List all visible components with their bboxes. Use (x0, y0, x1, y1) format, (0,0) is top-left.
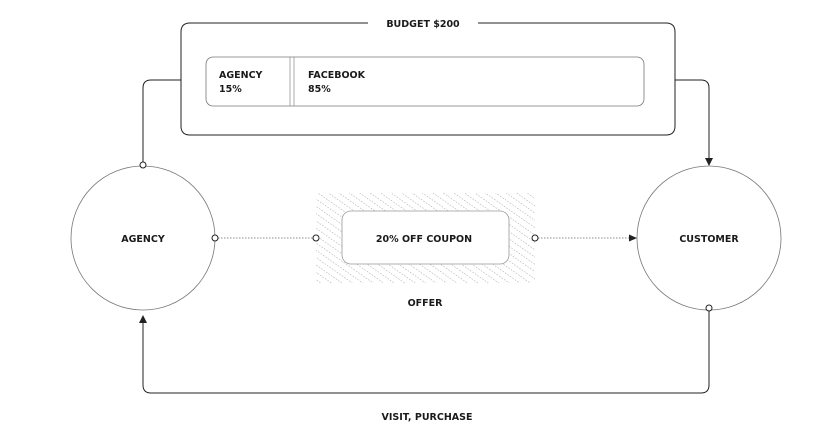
budget-panel: BUDGET $200 AGENCY 15% FACEBOOK 85% (180, 19, 676, 136)
connection-dot (139, 161, 147, 169)
split-agency-name: AGENCY (219, 70, 263, 81)
coupon-box (341, 210, 510, 265)
offer-block: 20% OFF COUPON OFFER (316, 193, 535, 309)
agency-label: AGENCY (121, 234, 165, 245)
budget-split-bar-border (205, 56, 645, 107)
budget-split-agency: AGENCY 15% (219, 70, 263, 95)
budget-split-facebook: FACEBOOK 85% (308, 70, 366, 95)
budget-split-bar: AGENCY 15% FACEBOOK 85% (205, 56, 645, 107)
connection-dot (211, 234, 219, 242)
customer-label: CUSTOMER (679, 234, 739, 245)
return-flow-label: VISIT, PURCHASE (382, 412, 473, 423)
budget-panel-border (180, 22, 676, 136)
agency-to-budget-connector (142, 79, 181, 165)
budget-to-customer-connector (675, 79, 713, 166)
offer-caption: OFFER (408, 298, 444, 309)
customer-node: CUSTOMER (636, 165, 782, 311)
split-facebook-name: FACEBOOK (308, 70, 366, 81)
offer-to-customer-arrowhead (629, 234, 637, 242)
split-agency-share: 15% (219, 84, 242, 95)
agency-node: AGENCY (70, 165, 216, 311)
budget-title: BUDGET $200 (386, 19, 460, 30)
connection-dot (312, 234, 320, 242)
connection-dot (705, 304, 713, 312)
customer-to-agency-return-flow (139, 308, 710, 394)
coupon-label: 20% OFF COUPON (376, 234, 472, 245)
connection-dot (531, 234, 539, 242)
split-facebook-share: 85% (308, 84, 331, 95)
